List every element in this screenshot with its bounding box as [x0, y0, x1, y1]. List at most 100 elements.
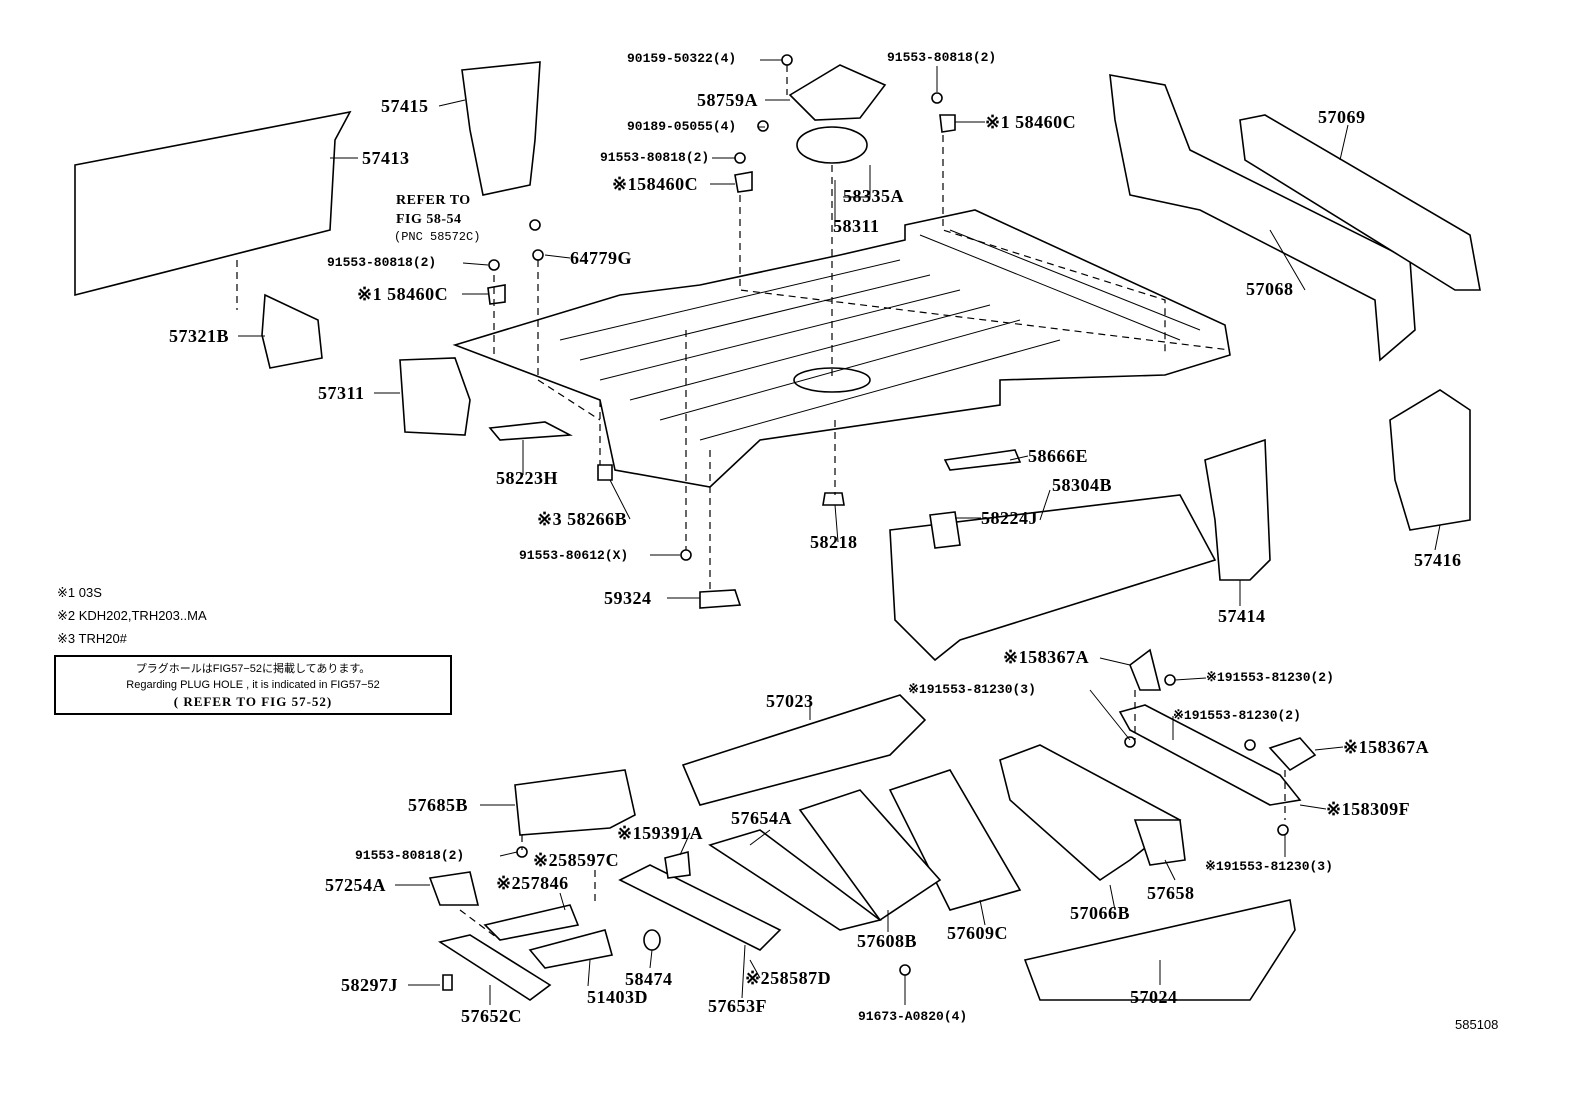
floor-panel-58311[interactable]: [452, 209, 1231, 488]
label-57609C[interactable]: 57609C: [947, 923, 1008, 943]
panel-57069-outer[interactable]: [1109, 74, 1416, 362]
leader-lines: [238, 59, 1441, 1005]
label-57653F[interactable]: 57653F: [708, 996, 767, 1016]
refer-fig-text[interactable]: FIG 58-54: [396, 212, 462, 227]
label-58587D[interactable]: ※258587D: [745, 968, 832, 988]
label-58218[interactable]: 58218: [810, 532, 858, 552]
crossmember-58304B[interactable]: [889, 494, 1217, 662]
label-58335A[interactable]: 58335A: [843, 186, 904, 206]
label-57685B[interactable]: 57685B: [408, 795, 469, 815]
label-57066B[interactable]: 57066B: [1070, 903, 1131, 923]
label-58666E[interactable]: 58666E: [1028, 446, 1089, 466]
label-58367A-b[interactable]: ※158367A: [1343, 737, 1430, 757]
bracket-57846[interactable]: [483, 904, 580, 941]
frame-57653F[interactable]: [618, 864, 782, 951]
bracket-59324[interactable]: [699, 589, 742, 609]
crossmember-58309F[interactable]: [1118, 704, 1302, 806]
label-59324[interactable]: 59324: [604, 588, 652, 608]
clip-58218[interactable]: [822, 492, 845, 506]
label-91553-80818-d[interactable]: 91553-80818(2): [355, 848, 465, 863]
label-91553-81230-b[interactable]: ※191553-81230(3): [908, 682, 1036, 697]
label-58266B[interactable]: ※3 58266B: [537, 509, 628, 529]
label-58311[interactable]: 58311: [833, 216, 880, 236]
label-57254A[interactable]: 57254A: [325, 875, 386, 895]
bracket-59391A[interactable]: [664, 850, 691, 879]
panel-57413[interactable]: [74, 110, 352, 297]
ring-58335A[interactable]: [796, 126, 868, 164]
bracket-57254A[interactable]: [428, 871, 480, 906]
plug-58474[interactable]: [643, 929, 661, 951]
label-64779G[interactable]: 64779G: [570, 248, 633, 268]
clip-58266B[interactable]: [597, 464, 613, 481]
label-57654A[interactable]: 57654A: [731, 808, 792, 828]
bracket-58367A-a[interactable]: [1129, 648, 1162, 691]
brackets-58460C: [487, 114, 956, 305]
label-57321B[interactable]: 57321B: [169, 326, 230, 346]
frame-57066B[interactable]: [999, 744, 1182, 882]
label-57068[interactable]: 57068: [1246, 279, 1294, 299]
label-58474[interactable]: 58474: [625, 969, 673, 989]
label-58367A-a[interactable]: ※158367A: [1003, 647, 1090, 667]
label-91553-80612[interactable]: 91553-80612(X): [519, 548, 629, 563]
assembly-lines: [236, 65, 1286, 941]
label-57414[interactable]: 57414: [1218, 606, 1266, 626]
frame-57023[interactable]: [681, 694, 927, 806]
label-57024[interactable]: 57024: [1130, 987, 1178, 1007]
label-90189-05055[interactable]: 90189-05055(4): [627, 119, 737, 134]
label-57416[interactable]: 57416: [1414, 550, 1462, 570]
label-91553-81230-a[interactable]: ※191553-81230(2): [1206, 670, 1334, 685]
label-57413[interactable]: 57413: [362, 148, 410, 168]
rail-57652C[interactable]: [437, 934, 552, 1001]
label-57069[interactable]: 57069: [1318, 107, 1366, 127]
bracket-58666E[interactable]: [943, 449, 1022, 471]
label-91553-81230-c[interactable]: ※191553-81230(2): [1173, 708, 1301, 723]
plug-hole-refer-link[interactable]: ( REFER TO FIG 57-52): [173, 694, 333, 709]
label-58223H[interactable]: 58223H: [496, 468, 559, 488]
clip-58297J[interactable]: [442, 974, 453, 991]
bracket-58224J[interactable]: [929, 511, 961, 549]
label-91553-81230-d[interactable]: ※191553-81230(3): [1205, 859, 1333, 874]
label-91553-80818-b[interactable]: 91553-80818(2): [887, 50, 997, 65]
label-58460C-a[interactable]: ※158460C: [612, 174, 699, 194]
label-91673-A0820[interactable]: 91673-A0820(4): [858, 1009, 968, 1024]
label-57023[interactable]: 57023: [766, 691, 814, 711]
label-90159-50322[interactable]: 90159-50322(4): [627, 51, 737, 66]
cover-57685B[interactable]: [514, 769, 636, 836]
label-91553-80818-c[interactable]: 91553-80818(2): [327, 255, 437, 270]
label-58597C[interactable]: ※258597C: [533, 850, 620, 870]
label-51403D[interactable]: 51403D: [587, 987, 648, 1007]
refer-to-text: REFER TO: [396, 193, 471, 208]
bracket-58367A-b[interactable]: [1268, 737, 1317, 772]
label-57608B[interactable]: 57608B: [857, 931, 918, 951]
frame-57608B[interactable]: [798, 789, 942, 922]
plate-58759A[interactable]: [788, 64, 887, 121]
frame-57654A[interactable]: [708, 829, 882, 931]
pillar-57414[interactable]: [1204, 438, 1271, 581]
label-57652C[interactable]: 57652C: [461, 1006, 522, 1026]
label-57846[interactable]: ※257846: [496, 873, 569, 893]
label-58460C-c[interactable]: ※1 58460C: [357, 284, 449, 304]
label-57311[interactable]: 57311: [318, 383, 365, 403]
label-58297J[interactable]: 58297J: [341, 975, 398, 995]
label-58224J[interactable]: 58224J: [981, 508, 1038, 528]
bracket-57311[interactable]: [399, 357, 471, 436]
panel-57415[interactable]: [461, 61, 541, 196]
rail-57069[interactable]: [1239, 114, 1481, 291]
label-58304B[interactable]: 58304B: [1052, 475, 1113, 495]
label-59391A[interactable]: ※159391A: [617, 823, 704, 843]
label-58309F[interactable]: ※158309F: [1326, 799, 1411, 819]
frame-57024[interactable]: [1023, 899, 1296, 1001]
label-91553-80818-a[interactable]: 91553-80818(2): [600, 150, 710, 165]
bracket-58223H[interactable]: [488, 421, 573, 441]
plug-hole-note-en: Regarding PLUG HOLE , it is indicated in…: [126, 679, 380, 691]
pillar-57416[interactable]: [1389, 389, 1471, 531]
bracket-57321B[interactable]: [261, 293, 323, 369]
label-57415[interactable]: 57415: [381, 96, 429, 116]
label-58460C-b[interactable]: ※1 58460C: [985, 112, 1077, 132]
plug-hole-note-box: プラグホールはFIG57−52に掲載してあります。 Regarding PLUG…: [54, 655, 452, 715]
frame-57658[interactable]: [1133, 819, 1186, 866]
bracket-51403D[interactable]: [528, 929, 614, 969]
label-57658[interactable]: 57658: [1147, 883, 1195, 903]
label-58759A[interactable]: 58759A: [697, 90, 758, 110]
